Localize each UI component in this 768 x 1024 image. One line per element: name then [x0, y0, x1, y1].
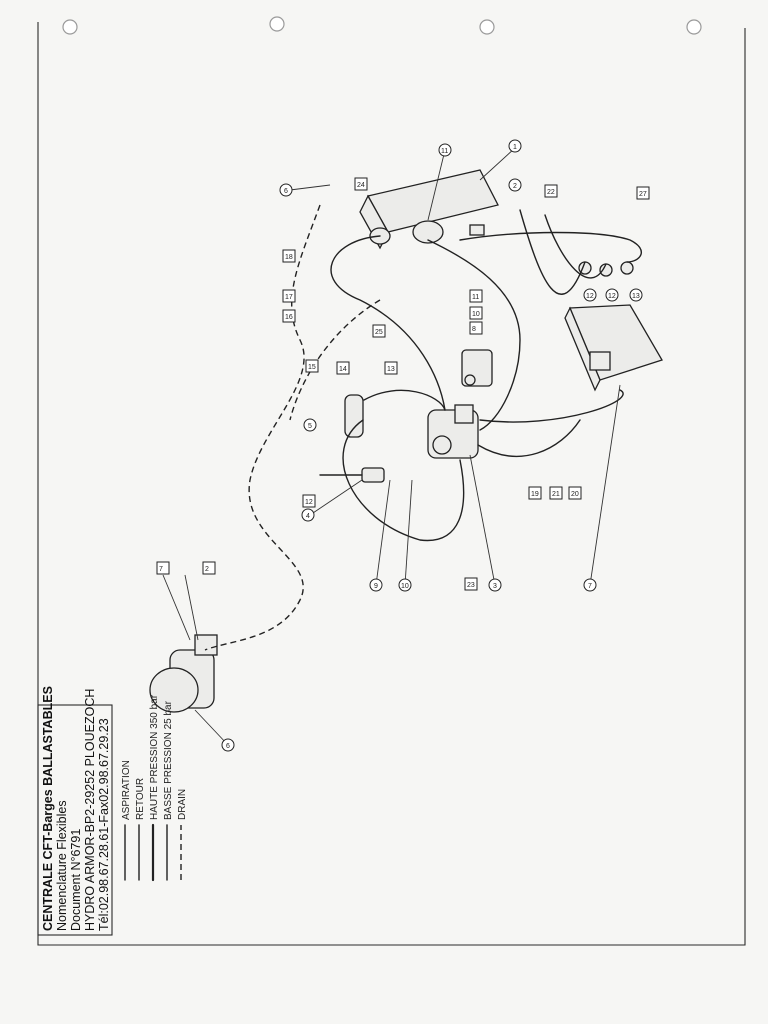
leader-line	[469, 454, 496, 586]
svg-text:24: 24	[357, 182, 365, 189]
title-line-1: CENTRALE CFT-Barges BALLASTABLES	[41, 686, 55, 931]
svg-text:10: 10	[401, 583, 409, 590]
svg-text:12: 12	[305, 499, 313, 506]
binder-hole	[62, 19, 78, 35]
svg-text:17: 17	[285, 294, 293, 301]
svg-text:25: 25	[375, 329, 383, 336]
hose-filter	[363, 389, 446, 411]
svg-text:6: 6	[284, 188, 288, 195]
legend: ASPIRATION RETOUR HAUTE PRESSION 350 bar…	[121, 694, 188, 882]
svg-text:9: 9	[374, 583, 378, 590]
leader-line	[309, 479, 363, 516]
svg-text:1: 1	[513, 144, 517, 151]
hydraulic-tank	[359, 169, 499, 250]
title-line-3: Document N°6791	[69, 829, 83, 931]
svg-text:7: 7	[588, 583, 592, 590]
svg-text:20: 20	[571, 491, 579, 498]
leader-line	[162, 574, 191, 641]
title-block: CENTRALE CFT-Barges BALLASTABLES Nomencl…	[37, 686, 113, 936]
svg-text:8: 8	[472, 326, 476, 333]
svg-text:2: 2	[205, 566, 209, 573]
leader-line	[194, 709, 229, 746]
hose-loop	[342, 419, 465, 542]
title-line-5: Tél:02.98.67.28.61-Fax02.98.67.29.23	[97, 718, 111, 931]
hose-drain	[289, 299, 381, 421]
circle-labels: 6 1 11 2 5 9 4 6 7 3 10 12 12 13	[221, 139, 643, 752]
svg-text:15: 15	[308, 364, 316, 371]
binder-hole	[686, 19, 702, 35]
svg-text:16: 16	[285, 314, 293, 321]
svg-text:5: 5	[308, 423, 312, 430]
remote-motor	[149, 634, 218, 713]
binder-hole	[479, 19, 495, 35]
svg-text:21: 21	[552, 491, 560, 498]
svg-text:14: 14	[339, 366, 347, 373]
hose-suction	[427, 239, 521, 431]
svg-text:13: 13	[387, 366, 395, 373]
legend-item: BASSE PRESSION 25 bar	[163, 700, 174, 820]
hose-low-pressure	[479, 389, 624, 423]
legend-item: RETOUR	[135, 778, 146, 820]
fitting-ring	[599, 263, 613, 277]
leader-line	[289, 184, 331, 191]
legend-item: HAUTE PRESSION 350 bar	[149, 694, 160, 820]
leader-line	[427, 149, 446, 221]
hose-fitting	[519, 209, 586, 295]
leader-line	[404, 479, 413, 586]
svg-text:23: 23	[467, 582, 475, 589]
fitting-ring	[620, 261, 634, 275]
hose-pressure	[459, 231, 642, 263]
electric-box	[564, 304, 663, 392]
svg-text:19: 19	[531, 491, 539, 498]
hose-return	[330, 235, 446, 411]
filter	[344, 394, 364, 438]
svg-text:12: 12	[586, 293, 594, 300]
box-labels: 24 18 17 16 15 14 13 11 10 8 25 23 22 21…	[156, 177, 650, 591]
drawing-frame	[37, 22, 746, 946]
distributor-valve	[461, 349, 493, 387]
leader-line	[184, 574, 199, 641]
legend-item: DRAIN	[177, 789, 188, 820]
binder-hole	[269, 16, 285, 32]
svg-text:13: 13	[632, 293, 640, 300]
title-line-2: Nomenclature Flexibles	[55, 800, 69, 931]
leader-line	[479, 147, 516, 181]
ball-valve	[319, 467, 385, 483]
title-line-4: HYDRO ARMOR-BP2-29252 PLOUEZOCH	[83, 689, 97, 931]
hose-drain	[204, 204, 321, 651]
svg-text:11: 11	[441, 148, 448, 155]
svg-text:10: 10	[472, 311, 480, 318]
legend-item: ASPIRATION	[121, 760, 132, 820]
svg-text:4: 4	[306, 513, 310, 520]
svg-text:11: 11	[472, 294, 479, 301]
main-pump	[427, 404, 479, 459]
svg-text:18: 18	[285, 254, 293, 261]
svg-text:7: 7	[159, 566, 163, 573]
svg-text:3: 3	[493, 583, 497, 590]
leader-line	[589, 384, 621, 586]
svg-text:2: 2	[513, 183, 517, 190]
hose-fitting	[544, 214, 607, 279]
svg-text:6: 6	[226, 743, 230, 750]
svg-text:27: 27	[639, 191, 647, 198]
svg-text:12: 12	[608, 293, 616, 300]
hose-high-pressure	[477, 419, 581, 457]
svg-text:22: 22	[547, 189, 555, 196]
leader-line	[375, 479, 391, 586]
